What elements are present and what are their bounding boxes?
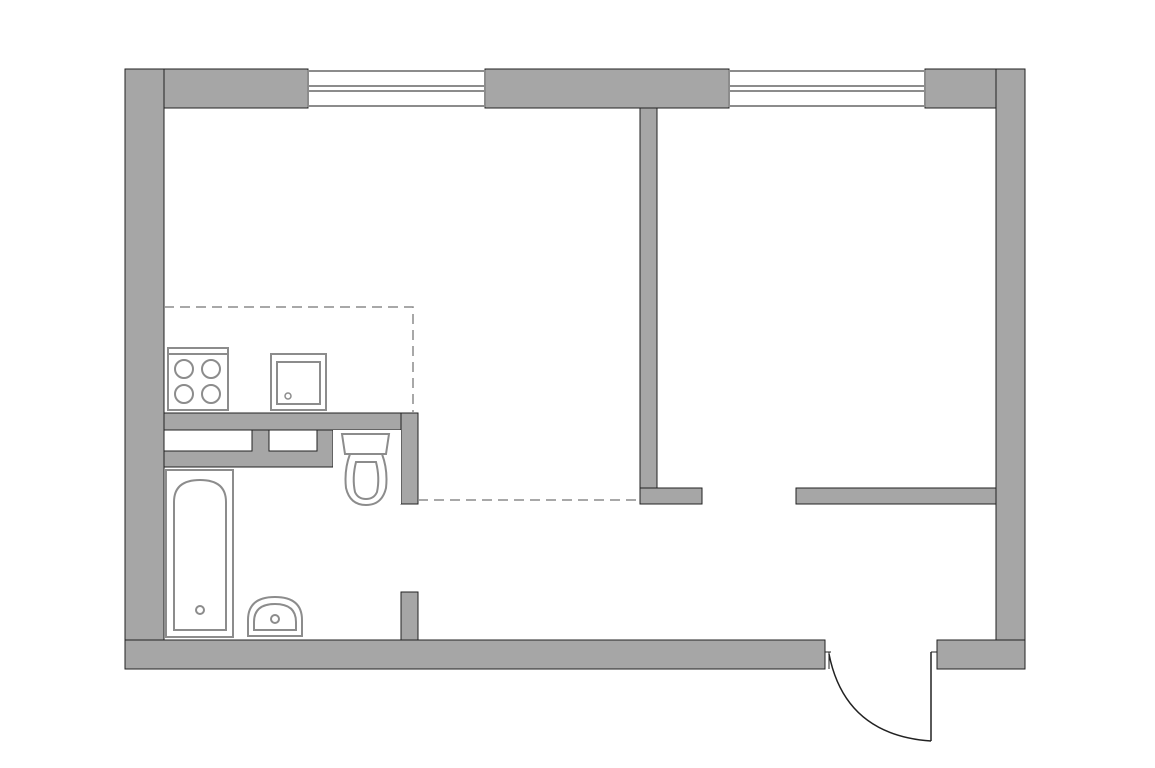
washbasin — [247, 595, 303, 637]
bathtub — [165, 469, 234, 638]
wall-bath-right-lower — [400, 591, 419, 641]
wall-left — [124, 68, 165, 670]
niche-right — [268, 429, 318, 452]
kitchen-zone-outline — [164, 306, 640, 501]
toilet — [340, 433, 391, 507]
niche-left — [163, 429, 253, 452]
wall-bath-right-upper — [400, 412, 419, 505]
window-left — [307, 70, 486, 107]
wall-partition-vertical — [639, 107, 658, 505]
wall-partition-stub-left — [639, 487, 703, 505]
wall-bottom-right — [936, 639, 1026, 670]
stove — [167, 347, 229, 411]
outer-walls — [124, 68, 1026, 670]
wall-right — [995, 68, 1026, 670]
entrance-door — [825, 651, 937, 742]
wall-bottom-left — [124, 639, 826, 670]
kitchen-sink — [270, 353, 327, 411]
wall-kitchen-bath-horizontal — [163, 412, 419, 431]
wall-top-middle — [484, 68, 730, 109]
wall-bedroom-bottom — [795, 487, 997, 505]
window-right — [728, 70, 926, 107]
